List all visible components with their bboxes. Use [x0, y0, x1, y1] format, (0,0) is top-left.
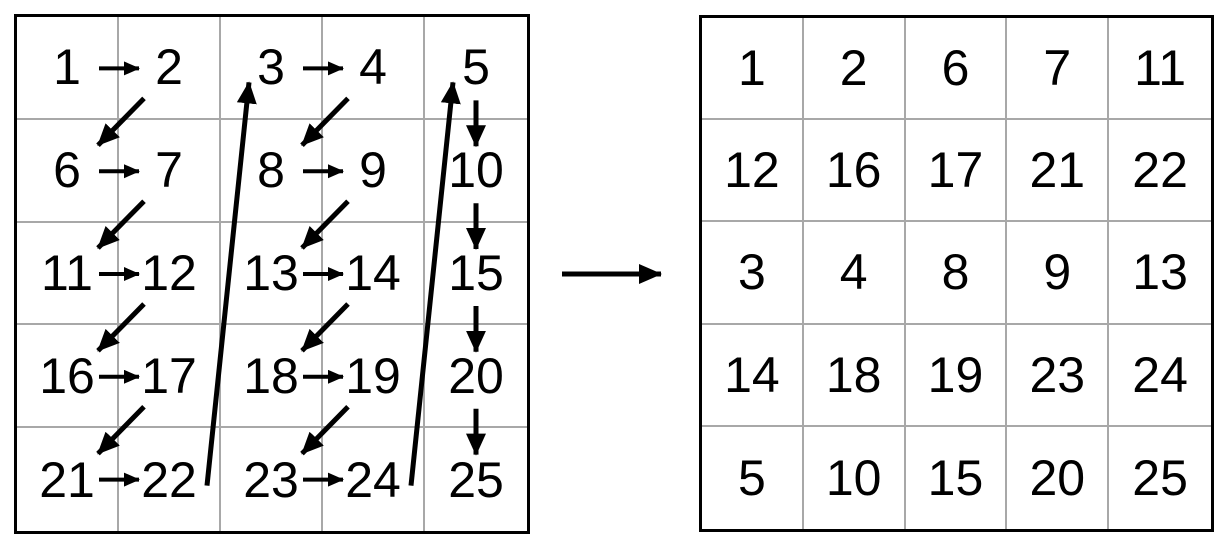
result-cell-r2c2: 8: [905, 222, 1008, 325]
source-cell-r4c0: 21: [17, 428, 119, 531]
source-cell-r1c2: 8: [221, 119, 323, 223]
result-cell-r0c3: 7: [1007, 18, 1110, 121]
result-cell-r4c2: 15: [906, 426, 1008, 529]
result-cell-r3c3: 23: [1007, 324, 1110, 427]
result-cell-r4c3: 20: [1007, 426, 1110, 529]
source-cell-r0c3: 4: [323, 17, 425, 120]
source-cell-r1c4: 10: [425, 120, 527, 223]
result-cell-r1c4: 22: [1109, 120, 1211, 223]
source-cell-r4c1: 22: [119, 428, 221, 531]
source-cell-r3c2: 18: [221, 325, 323, 429]
source-cell-r2c3: 14: [323, 222, 425, 326]
source-cell-r3c3: 19: [323, 325, 425, 429]
result-cell-r2c4: 13: [1109, 222, 1211, 325]
source-cell-r4c2: 23: [221, 428, 323, 531]
result-cell-r0c2: 6: [905, 18, 1008, 121]
result-cell-r3c4: 24: [1109, 325, 1211, 427]
result-cell-r0c0: 1: [702, 18, 804, 121]
source-cell-r4c3: 24: [323, 428, 425, 531]
source-cell-r0c1: 2: [119, 17, 221, 120]
source-cell-r2c0: 11: [17, 222, 119, 326]
result-cell-r1c0: 12: [702, 120, 804, 223]
result-cell-r4c1: 10: [804, 426, 906, 529]
source-cell-r2c4: 15: [425, 223, 527, 326]
result-cell-r4c0: 5: [702, 426, 804, 529]
source-cell-r1c3: 9: [323, 119, 425, 223]
result-cell-r2c0: 3: [702, 222, 804, 325]
transform-arrow-icon: [562, 264, 662, 284]
source-cell-r3c4: 20: [425, 325, 527, 429]
source-cell-r3c0: 16: [17, 325, 119, 429]
result-cell-r1c2: 17: [905, 120, 1008, 223]
result-cell-r0c4: 11: [1109, 18, 1211, 121]
source-cell-r1c1: 7: [119, 119, 221, 223]
source-cell-r4c4: 25: [448, 451, 504, 508]
source-cell-r3c1: 17: [119, 325, 221, 429]
source-cell-r2c2: 13: [221, 222, 323, 326]
result-cell-r4c4: 25: [1132, 449, 1188, 506]
result-cell-r3c2: 19: [905, 324, 1008, 427]
source-cell-r0c0: 1: [17, 17, 119, 120]
result-cell-r2c1: 4: [803, 222, 906, 325]
source-cell-r0c2: 3: [221, 17, 323, 120]
result-cell-r1c1: 16: [803, 120, 906, 223]
result-cell-r2c3: 9: [1007, 222, 1110, 325]
source-cell-r1c0: 6: [17, 119, 119, 223]
result-cell-r1c3: 21: [1007, 120, 1110, 223]
result-cell-r3c0: 14: [702, 324, 804, 427]
result-cell-r3c1: 18: [803, 324, 906, 427]
source-cell-r0c4: 5: [425, 17, 527, 120]
source-cell-r2c1: 12: [119, 222, 221, 326]
result-cell-r0c1: 2: [803, 18, 906, 121]
